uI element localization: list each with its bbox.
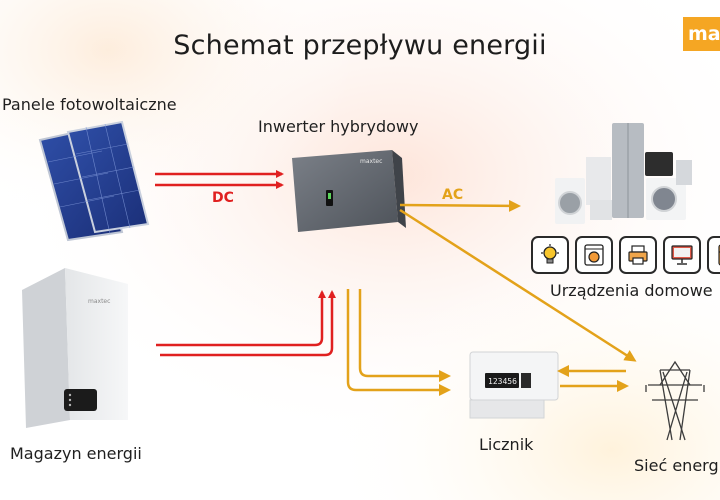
inverter-label: Inwerter hybrydowy bbox=[258, 117, 419, 136]
bulb-icon bbox=[531, 236, 569, 274]
meter-label: Licznik bbox=[479, 435, 534, 454]
grid-tower-image bbox=[645, 360, 705, 441]
brand-logo: ma bbox=[683, 17, 720, 51]
solar-panels-image bbox=[38, 120, 150, 242]
page-title: Schemat przepływu energii bbox=[173, 30, 547, 61]
washer-icon bbox=[575, 236, 613, 274]
printer-icon bbox=[619, 236, 657, 274]
monitor-icon bbox=[663, 236, 701, 274]
home-appliances-image bbox=[555, 123, 692, 224]
grid-label: Sieć energ bbox=[634, 456, 719, 475]
dc-label: DC bbox=[212, 190, 234, 206]
fridge-icon bbox=[707, 236, 720, 274]
energy-storage-image: maxtec bbox=[22, 268, 128, 428]
meter-display-text: 123456 bbox=[488, 377, 517, 386]
inverter-brand-text: maxtec bbox=[360, 158, 382, 165]
meter-image: 123456 bbox=[469, 351, 559, 419]
solar-panels-label: Panele fotowoltaiczne bbox=[2, 95, 177, 114]
dc-flow-arrows bbox=[155, 170, 336, 357]
ac-label: AC bbox=[442, 187, 463, 203]
hybrid-inverter-image: maxtec bbox=[292, 150, 406, 232]
storage-brand-text: maxtec bbox=[88, 298, 110, 305]
ac-flow-arrows bbox=[346, 199, 637, 396]
storage-label: Magazyn energii bbox=[10, 444, 142, 463]
appliances-label: Urządzenia domowe bbox=[550, 281, 713, 300]
appliance-icons-row bbox=[531, 236, 720, 274]
